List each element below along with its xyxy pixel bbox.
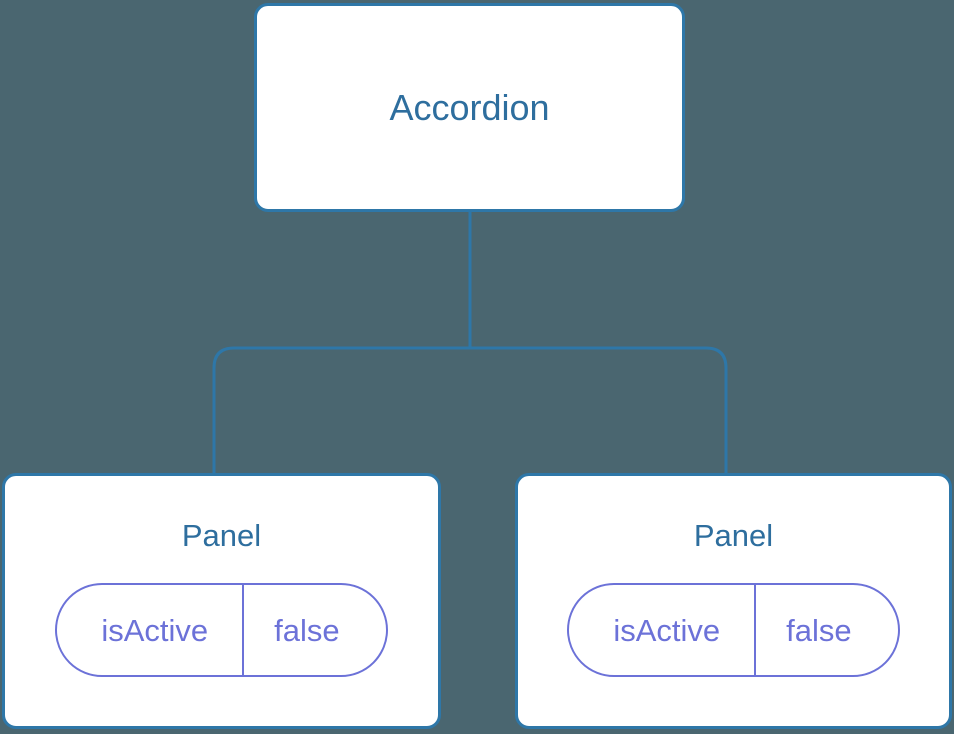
node-panel-0-prop-key: isActive <box>57 585 245 675</box>
node-panel-0[interactable]: Panel isActive false <box>2 473 441 729</box>
node-panel-1-prop-key: isActive <box>569 585 757 675</box>
node-panel-1[interactable]: Panel isActive false <box>515 473 952 729</box>
node-panel-1-prop-value: false <box>786 612 852 648</box>
edge-to-panel-0 <box>212 346 470 480</box>
node-panel-0-title: Panel <box>181 518 262 553</box>
node-accordion-title: Accordion <box>389 86 550 128</box>
node-accordion[interactable]: Accordion <box>254 3 685 212</box>
node-panel-1-title: Panel <box>693 518 774 553</box>
node-panel-1-prop-badge[interactable]: isActive false <box>567 583 900 677</box>
node-panel-0-prop-value: false <box>274 612 340 648</box>
node-panel-0-prop-badge[interactable]: isActive false <box>55 583 388 677</box>
edge-to-panel-1 <box>470 346 728 480</box>
